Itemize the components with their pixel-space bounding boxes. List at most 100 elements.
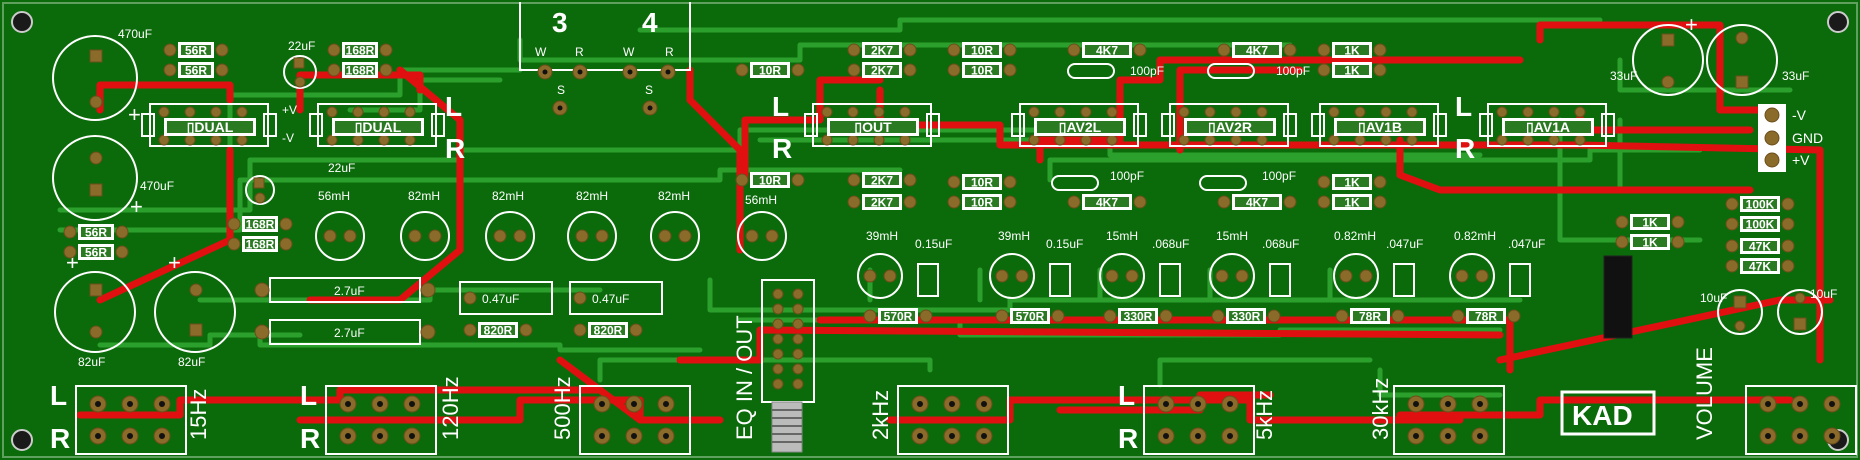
resistor-r168a: 168R xyxy=(327,42,393,58)
resistor-r100ka: 100K xyxy=(1725,196,1795,212)
bottom-R-3: R xyxy=(1118,423,1138,454)
resistor-r820b-label: 820R xyxy=(594,324,623,338)
electrolytic-capacitors: 470uF 470uF + + + 82uF + 82uF 22uF 22uF … xyxy=(52,12,1837,369)
freq-30khz: 30kHz xyxy=(1368,378,1393,440)
ic-out: ▯OUT xyxy=(804,103,940,147)
label-R-1: R xyxy=(445,133,465,164)
resistor-r4k7b-label: 4K7 xyxy=(1246,44,1268,58)
cap-22uf-bottom: 22uF xyxy=(328,161,355,175)
ic-dual-2-label: ▯DUAL xyxy=(355,119,402,135)
resistor-r2k7a-label: 2K7 xyxy=(871,44,893,58)
resistor-r78a: 78R xyxy=(1335,308,1405,324)
plus-mark-1: + xyxy=(128,102,141,127)
resistor-r1ka: 1K xyxy=(1317,42,1387,58)
resistor-r4k7d-label: 4K7 xyxy=(1246,196,1268,210)
resistor-r820a: 820R xyxy=(463,322,533,338)
cap-10uf-right: 10uF xyxy=(1810,287,1837,301)
inductor-56mh-a: 56mH xyxy=(318,189,350,203)
resistor-r10a-label: 10R xyxy=(759,64,781,78)
cap-33uf-left: 33uF xyxy=(1610,69,1637,83)
resistor-r1kb: 1K xyxy=(1317,62,1387,78)
resistor-r10c: 10R xyxy=(947,42,1017,58)
ic-av2r-label: ▯AV2R xyxy=(1208,119,1252,135)
plus-mark-4: + xyxy=(168,250,181,275)
power-plus-v: +V xyxy=(1792,152,1810,168)
ic-av1b: ▯AV1B xyxy=(1311,103,1447,147)
pot-connector-area: 3 4 W R S W R S xyxy=(519,2,691,116)
resistor-r4k7a-label: 4K7 xyxy=(1096,44,1118,58)
freq-15hz: 15Hz xyxy=(186,389,211,440)
cap-470uf-top: 470uF xyxy=(118,27,152,41)
power-connector: -V GND +V xyxy=(1758,104,1823,172)
resistor-r4k7c-label: 4K7 xyxy=(1096,196,1118,210)
resistor-r1ka-label: 1K xyxy=(1344,44,1360,58)
pot-pin-r2: R xyxy=(665,45,674,59)
resistor-r2k7d: 2K7 xyxy=(847,194,917,210)
resistor-r56b: 56R xyxy=(163,62,229,78)
pot-label-3: 3 xyxy=(552,7,568,38)
dual-minus-v: -V xyxy=(282,131,294,145)
resistor-r570a: 570R xyxy=(863,308,933,324)
resistor-r10e: 10R xyxy=(947,174,1017,190)
resistor-r56c: 56R xyxy=(63,224,129,240)
resistor-r570b-label: 570R xyxy=(1016,310,1045,324)
label-R-3: R xyxy=(1455,133,1475,164)
resistor-r47kb-label: 47K xyxy=(1749,260,1771,274)
resistor-r56d-label: 56R xyxy=(85,246,107,260)
ic-av2l: ▯AV2L xyxy=(1011,103,1147,147)
inductor-82mh-c: 82mH xyxy=(576,189,608,203)
resistor-r10b: 10R xyxy=(735,172,805,188)
inductor-82mh-a: 82mH xyxy=(408,189,440,203)
ic-av2r: ▯AV2R xyxy=(1161,103,1297,147)
ic-dual-1-label: ▯DUAL xyxy=(187,119,234,135)
connector-3 xyxy=(579,385,691,455)
resistor-r168d: 168R xyxy=(227,236,293,252)
bottom-labels: L R L R L R 15Hz 120Hz 500Hz 2kHz 5kHz 3… xyxy=(50,255,1717,454)
resistor-r330b-label: 330R xyxy=(1232,310,1261,324)
resistor-r10d: 10R xyxy=(947,62,1017,78)
channel-labels: L R L R L R xyxy=(445,91,1475,164)
bottom-R-1: R xyxy=(50,423,70,454)
cap-047uf-b: .047uF xyxy=(1508,237,1545,251)
resistor-r1kc: 1K xyxy=(1317,174,1387,190)
volume-label: VOLUME xyxy=(1692,347,1717,440)
rotated-mark xyxy=(1603,255,1633,339)
pot-pin-s2: S xyxy=(645,83,653,97)
freq-500hz: 500Hz xyxy=(550,376,575,440)
cap-22uf-top: 22uF xyxy=(288,39,315,53)
plus-mark-5: + xyxy=(1685,12,1698,37)
cap-82uf-right: 82uF xyxy=(178,355,205,369)
inductor-15mh-a: 15mH xyxy=(1106,229,1138,243)
label-R-2: R xyxy=(772,133,792,164)
resistor-r78a-label: 78R xyxy=(1359,310,1381,324)
inductor-0-82mh-b: 0.82mH xyxy=(1454,229,1496,243)
cap-068uf-a: .068uF xyxy=(1152,237,1189,251)
resistor-r570b: 570R xyxy=(995,308,1065,324)
freq-5khz: 5kHz xyxy=(1252,390,1277,440)
resistor-r56c-label: 56R xyxy=(85,226,107,240)
cap-2-7uf-b: 2.7uF xyxy=(334,326,365,340)
resistor-r10b-label: 10R xyxy=(759,174,781,188)
cap-10uf-left: 10uF xyxy=(1700,291,1727,305)
resistor-r56a: 56R xyxy=(163,42,229,58)
freq-120hz: 120Hz xyxy=(438,376,463,440)
connector-2 xyxy=(325,385,437,455)
resistor-r570a-label: 570R xyxy=(884,310,913,324)
inductor-56mh-b: 56mH xyxy=(745,193,777,207)
ic-av1a: ▯AV1A xyxy=(1479,103,1615,147)
resistor-r10e-label: 10R xyxy=(971,176,993,190)
bottom-L-3: L xyxy=(1118,380,1135,411)
resistor-r1kc-label: 1K xyxy=(1344,176,1360,190)
resistor-r47ka: 47K xyxy=(1725,238,1795,254)
cap-100pf-a: 100pF xyxy=(1130,64,1164,78)
cap-0-15uf-a: 0.15uF xyxy=(915,237,952,251)
resistor-r168a-label: 168R xyxy=(346,44,375,58)
resistor-r2k7a: 2K7 xyxy=(847,42,917,58)
resistor-r10a: 10R xyxy=(735,62,805,78)
connector-5 xyxy=(1143,385,1255,455)
resistor-r2k7c-label: 2K7 xyxy=(871,174,893,188)
resistor-r2k7c: 2K7 xyxy=(847,172,917,188)
resistor-r1kf: 1K xyxy=(1615,234,1685,250)
resistor-r10f-label: 10R xyxy=(971,196,993,210)
